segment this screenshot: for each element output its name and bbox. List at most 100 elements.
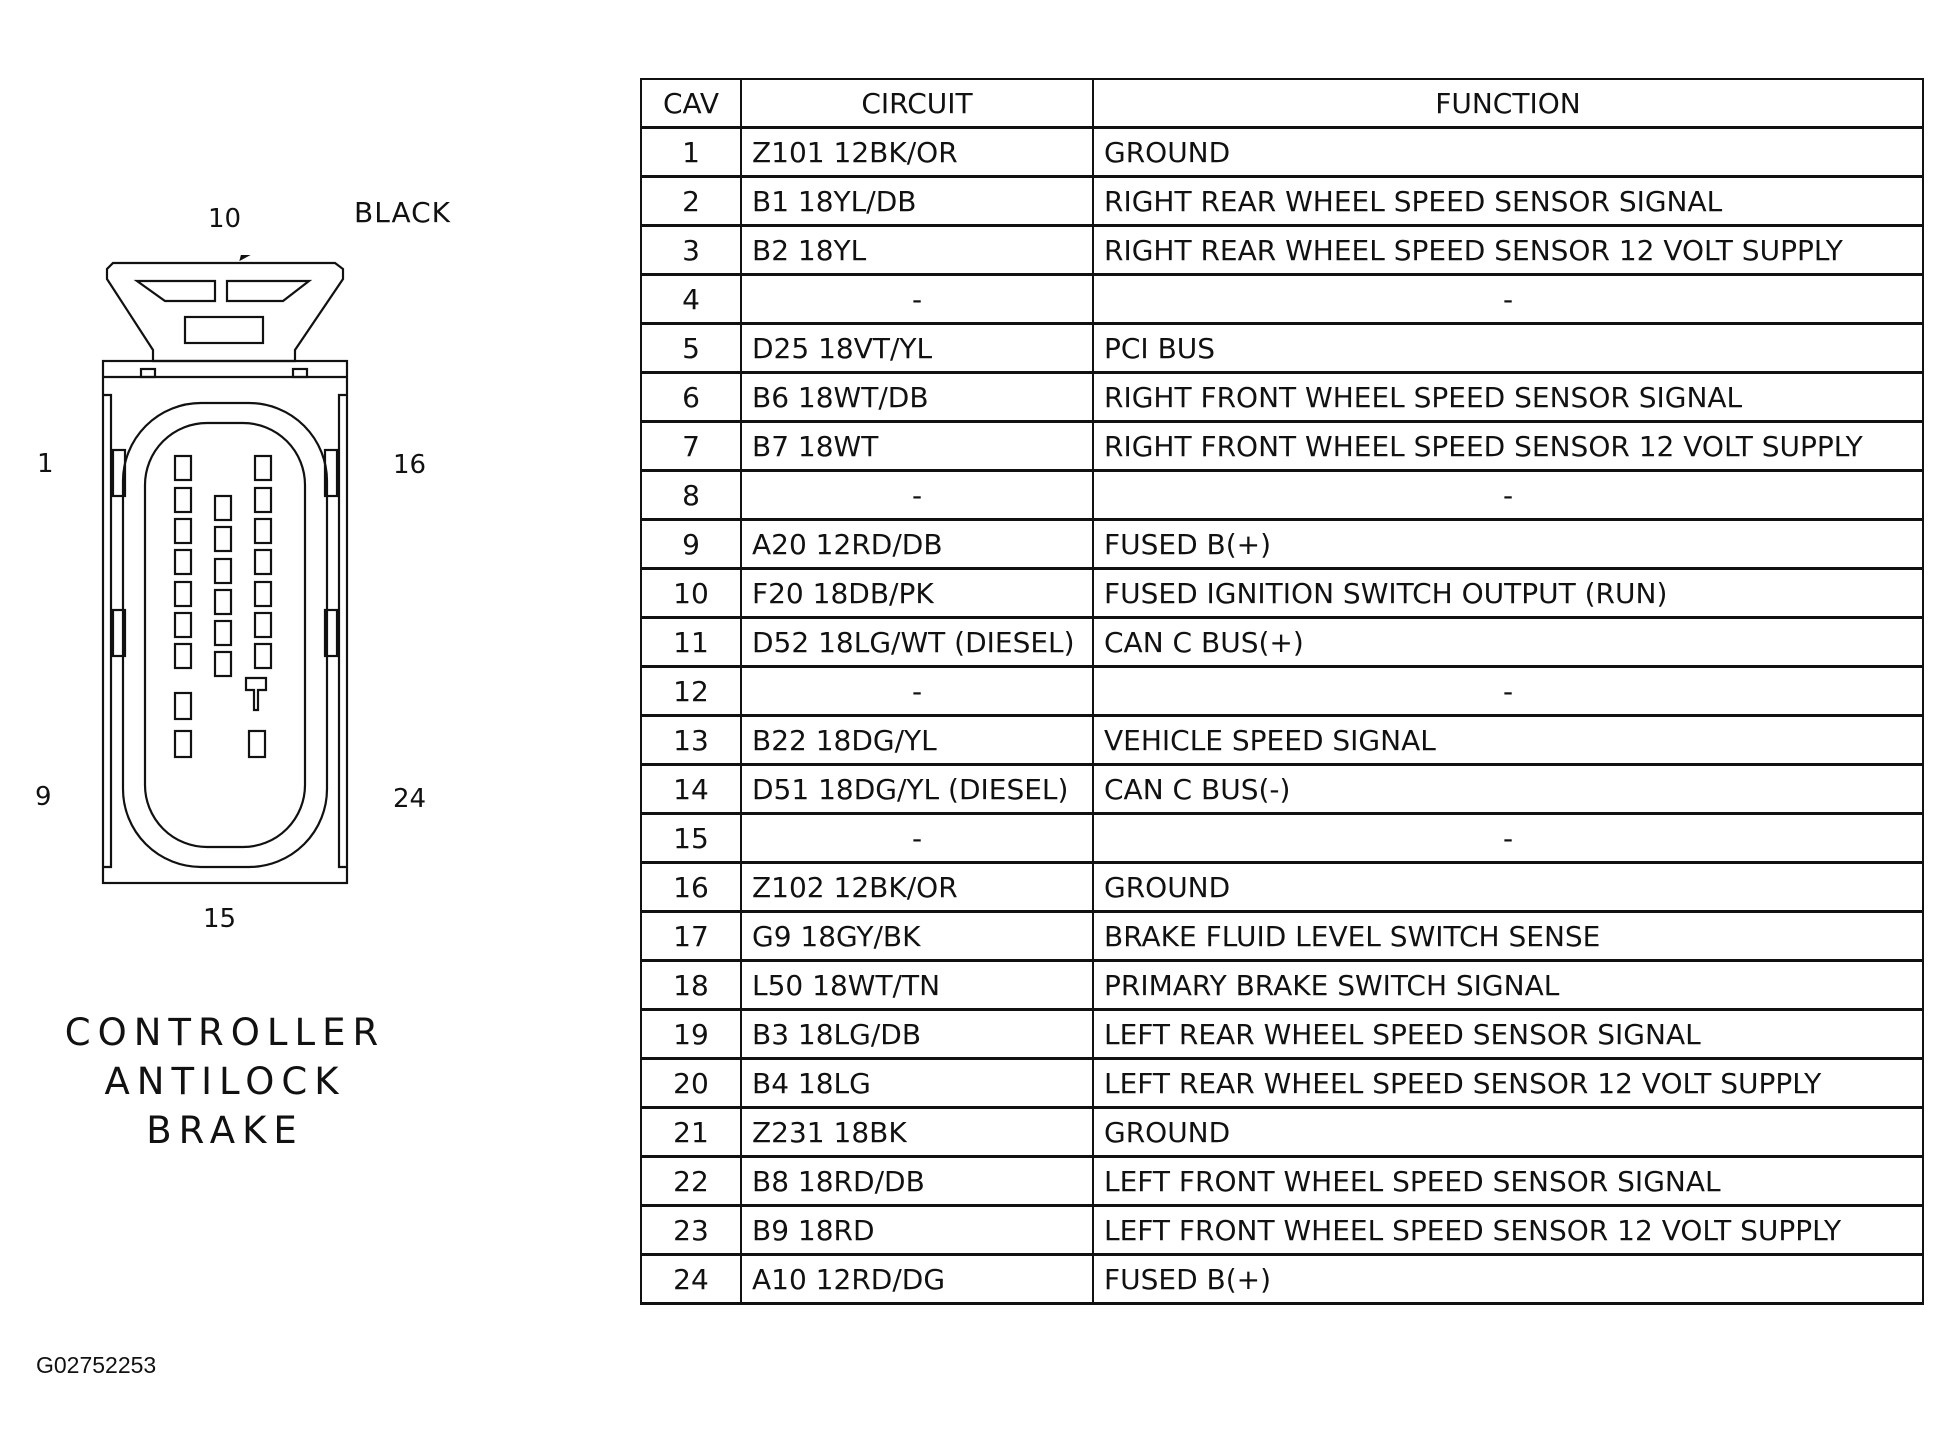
cavity-left-2: [173, 486, 193, 514]
cav-cell: 6: [640, 371, 742, 423]
cavity-center-2: [213, 525, 233, 553]
cav-cell: 20: [640, 1057, 742, 1109]
header-cav: CAV: [640, 78, 742, 129]
function-cell: PCI BUS: [1092, 322, 1924, 374]
function-cell: FUSED B(+): [1092, 518, 1924, 570]
function-cell: GROUND: [1092, 861, 1924, 913]
cav-cell: 17: [640, 910, 742, 962]
connector-face: [101, 255, 349, 885]
cavity-right-7: [253, 642, 273, 670]
circuit-cell: D51 18DG/YL (DIESEL): [740, 763, 1094, 815]
cavity-center-6: [213, 650, 233, 678]
cavity-left-6: [173, 611, 193, 639]
cavity-left-5: [173, 580, 193, 608]
figure-id: G02752253: [36, 1352, 157, 1378]
polarizing-key: [244, 676, 268, 712]
connector-body: [101, 359, 349, 885]
leader-arrowhead: [239, 255, 251, 262]
circuit-cell: B1 18YL/DB: [740, 175, 1094, 227]
pin-label-24: 24: [393, 784, 427, 814]
cav-cell: 18: [640, 959, 742, 1011]
table-row: 12--: [640, 665, 1924, 717]
cav-cell: 19: [640, 1008, 742, 1060]
function-cell: PRIMARY BRAKE SWITCH SIGNAL: [1092, 959, 1924, 1011]
circuit-cell: Z231 18BK: [740, 1106, 1094, 1158]
cavity-center-3: [213, 557, 233, 585]
circuit-cell: B7 18WT: [740, 420, 1094, 472]
table-row: 4--: [640, 273, 1924, 325]
circuit-cell: B6 18WT/DB: [740, 371, 1094, 423]
function-cell: BRAKE FLUID LEVEL SWITCH SENSE: [1092, 910, 1924, 962]
circuit-cell: Z101 12BK/OR: [740, 126, 1094, 178]
cavity-right-6: [253, 611, 273, 639]
cavity-left-9: [173, 729, 193, 759]
circuit-cell: B22 18DG/YL: [740, 714, 1094, 766]
cav-cell: 14: [640, 763, 742, 815]
circuit-cell: Z102 12BK/OR: [740, 861, 1094, 913]
connector-color-label: BLACK: [354, 196, 452, 229]
cav-cell: 12: [640, 665, 742, 717]
circuit-cell: F20 18DB/PK: [740, 567, 1094, 619]
cav-cell: 7: [640, 420, 742, 472]
pin-label-15: 15: [203, 904, 237, 934]
cav-cell: 11: [640, 616, 742, 668]
circuit-cell: -: [740, 812, 1094, 864]
cavity-right-8: [247, 729, 267, 759]
function-cell: GROUND: [1092, 1106, 1924, 1158]
function-cell: GROUND: [1092, 126, 1924, 178]
cav-cell: 22: [640, 1155, 742, 1207]
seal-inner: [143, 421, 307, 849]
pin-label-10: 10: [208, 204, 242, 234]
caption-line-3: BRAKE: [146, 1109, 304, 1152]
function-cell: CAN C BUS(-): [1092, 763, 1924, 815]
cavity-right-3: [253, 517, 273, 545]
cavity-center-4: [213, 588, 233, 616]
function-cell: RIGHT FRONT WHEEL SPEED SENSOR SIGNAL: [1092, 371, 1924, 423]
function-cell: FUSED B(+): [1092, 1253, 1924, 1305]
seal-outer: [121, 401, 329, 869]
table-row: 15--: [640, 812, 1924, 864]
pin-label-16: 16: [393, 450, 427, 480]
cavity-left-1: [173, 454, 193, 482]
circuit-cell: B4 18LG: [740, 1057, 1094, 1109]
function-cell: FUSED IGNITION SWITCH OUTPUT (RUN): [1092, 567, 1924, 619]
top-tab-right: [291, 367, 309, 379]
function-cell: RIGHT REAR WHEEL SPEED SENSOR SIGNAL: [1092, 175, 1924, 227]
caption-line-1: CONTROLLER: [64, 1011, 386, 1054]
cav-cell: 4: [640, 273, 742, 325]
circuit-cell: B9 18RD: [740, 1204, 1094, 1256]
latch-window: [183, 315, 265, 345]
circuit-cell: G9 18GY/BK: [740, 910, 1094, 962]
cav-cell: 3: [640, 224, 742, 276]
function-cell: VEHICLE SPEED SIGNAL: [1092, 714, 1924, 766]
latch-slot-left: [133, 279, 217, 303]
cavity-left-4: [173, 548, 193, 576]
cav-cell: 16: [640, 861, 742, 913]
latch-slot-right: [225, 279, 313, 303]
cav-cell: 1: [640, 126, 742, 178]
function-cell: RIGHT FRONT WHEEL SPEED SENSOR 12 VOLT S…: [1092, 420, 1924, 472]
cavity-center-1: [213, 494, 233, 522]
function-cell: LEFT REAR WHEEL SPEED SENSOR 12 VOLT SUP…: [1092, 1057, 1924, 1109]
function-cell: LEFT REAR WHEEL SPEED SENSOR SIGNAL: [1092, 1008, 1924, 1060]
cav-cell: 10: [640, 567, 742, 619]
circuit-cell: L50 18WT/TN: [740, 959, 1094, 1011]
cav-cell: 5: [640, 322, 742, 374]
cavity-right-1: [253, 454, 273, 482]
circuit-cell: D25 18VT/YL: [740, 322, 1094, 374]
pin-label-9: 9: [35, 782, 52, 812]
circuit-cell: A10 12RD/DG: [740, 1253, 1094, 1305]
header-circuit: CIRCUIT: [740, 78, 1094, 129]
